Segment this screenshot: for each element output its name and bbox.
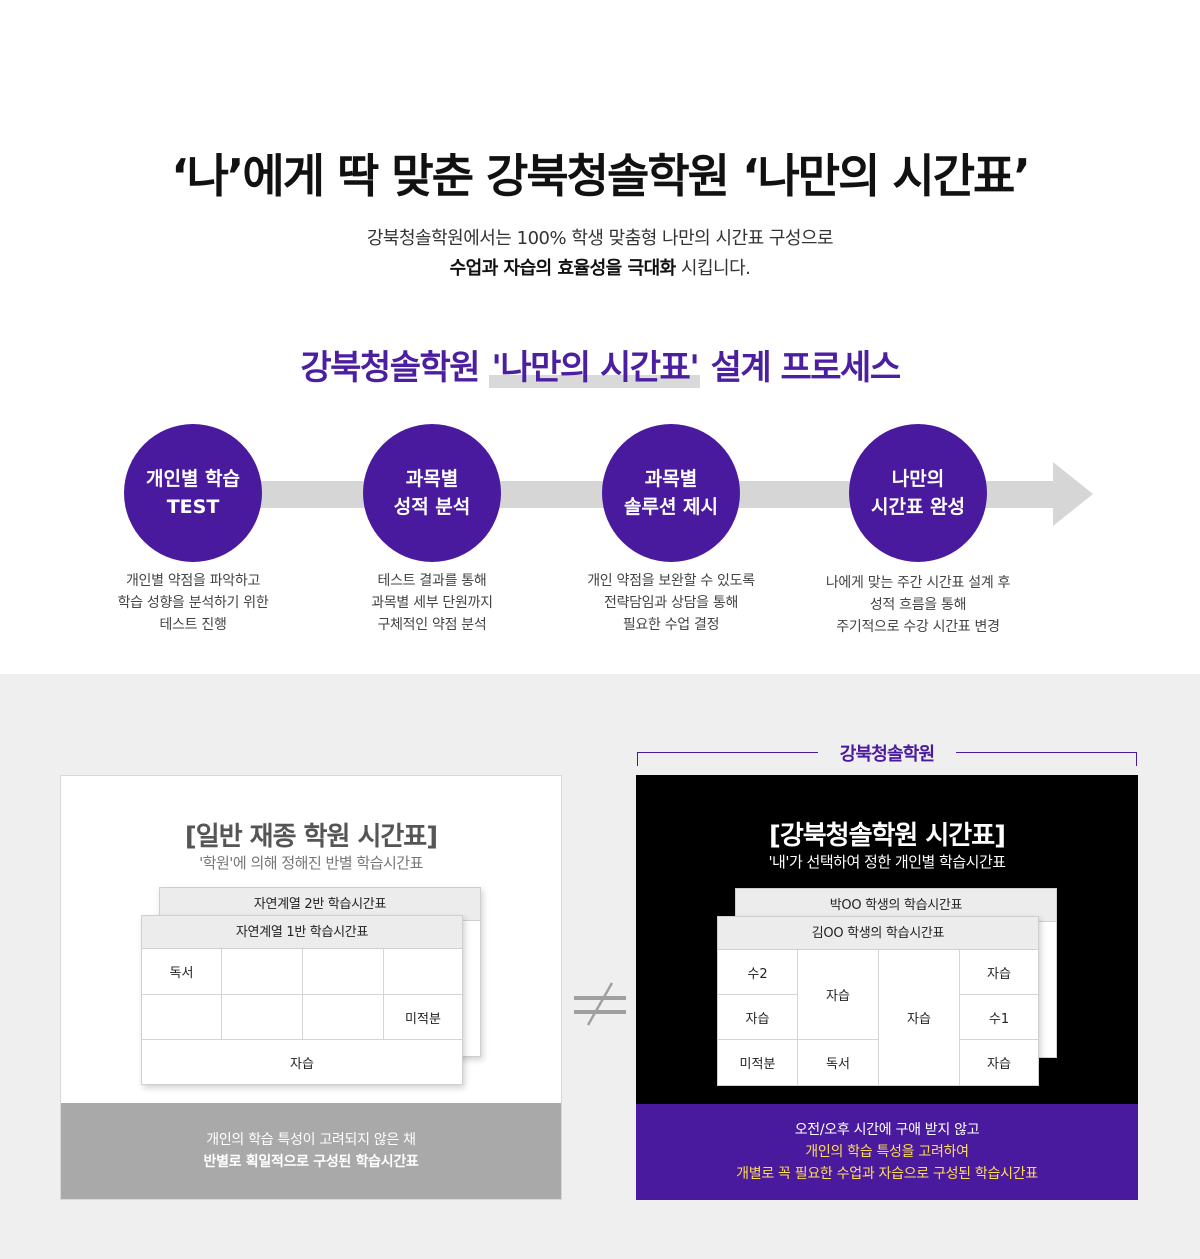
process-arrow-head-icon — [1053, 462, 1093, 526]
step-2-desc-line: 구체적인 약점 분석 — [377, 617, 487, 633]
general-footer-line: 반별로 획일적으로 구성된 학습시간표 — [203, 1154, 419, 1170]
comparison-section: [일반 재종 학원 시간표] '학원'에 의해 정해진 반별 학습시간표 자연계… — [0, 674, 1200, 1259]
process-title-post: 설계 프로세스 — [700, 348, 902, 388]
timetable-cell — [222, 995, 303, 1040]
general-academy-card: [일반 재종 학원 시간표] '학원'에 의해 정해진 반별 학습시간표 자연계… — [60, 775, 562, 1200]
process-step-4-desc: 나에게 맞는 주간 시간표 설계 후 성적 흐름을 통해 주기적으로 수강 시간… — [798, 572, 1038, 638]
step-3-line2: 솔루션 제시 — [623, 496, 718, 518]
step-1-line2: TEST — [166, 496, 220, 518]
process-title-highlight: '나만의 시간표' — [489, 348, 701, 388]
general-card-subtitle: '학원'에 의해 정해진 반별 학습시간표 — [199, 854, 423, 872]
timetable-cell: 자습 — [960, 1040, 1038, 1085]
hero-title: ‘나’에게 딱 맞춘 강북청솔학원 ‘나만의 시간표’ — [171, 149, 1031, 203]
brand-label: 강북청솔학원 — [818, 740, 956, 766]
step-4-desc-line: 나에게 맞는 주간 시간표 설계 후 — [825, 575, 1011, 591]
timetable-cell: 미적분 — [384, 995, 462, 1040]
step-4-line1: 나만의 — [891, 468, 945, 490]
timetable-cell: 미적분 — [718, 1040, 798, 1085]
not-equal-icon — [574, 982, 626, 1026]
timetable-cell: 자습 — [718, 995, 798, 1040]
process-step-2-circle: 과목별 성적 분석 — [363, 424, 501, 562]
process-step-2-desc: 테스트 결과를 통해 과목별 세부 단원까지 구체적인 약점 분석 — [312, 570, 552, 636]
hero-subtitle-line1: 강북청솔학원에서는 100% 학생 맞춤형 나만의 시간표 구성으로 — [366, 228, 834, 249]
cheongsol-academy-card: [강북청솔학원 시간표] '내'가 선택하여 정한 개인별 학습시간표 박OO … — [636, 775, 1138, 1200]
hero-subtitle-line2: 수업과 자습의 효율성을 극대화 시킵니다. — [0, 254, 1200, 284]
step-4-desc-line: 주기적으로 수강 시간표 변경 — [836, 619, 1000, 635]
hero-subtitle-emphasis: 수업과 자습의 효율성을 극대화 — [449, 258, 677, 279]
process-step-1-desc: 개인별 약점을 파악하고 학습 성향을 분석하기 위한 테스트 진행 — [73, 570, 313, 636]
step-1-line1: 개인별 학습 — [145, 468, 240, 490]
timetable-cell — [303, 949, 384, 995]
front-timetable-title: 김OO 학생의 학습시간표 — [718, 917, 1038, 950]
process-step-3-circle: 과목별 솔루션 제시 — [602, 424, 740, 562]
general-card-title: [일반 재종 학원 시간표] — [184, 822, 438, 852]
cheongsol-card-subtitle: '내'가 선택하여 정한 개인별 학습시간표 — [768, 853, 1006, 871]
process-step-4-circle: 나만의 시간표 완성 — [849, 424, 987, 562]
timetable-grid: 수2 자습 미적분 자습 독서 자습 자습 수1 자습 — [718, 950, 1038, 1085]
general-card-footer: 개인의 학습 특성이 고려되지 않은 채 반별로 획일적으로 구성된 학습시간표 — [61, 1103, 561, 1199]
step-4-line2: 시간표 완성 — [870, 496, 965, 518]
timetable-cell: 수2 — [718, 950, 798, 995]
step-1-desc-line: 테스트 진행 — [159, 617, 227, 633]
front-timetable: 김OO 학생의 학습시간표 수2 자습 미적분 자습 독서 자습 자습 수1 자… — [717, 916, 1039, 1086]
timetable-cell — [303, 995, 384, 1040]
timetable-cell: 자습 — [798, 950, 879, 1040]
process-step-3-desc: 개인 약점을 보완할 수 있도록 전략담임과 상담을 통해 필요한 수업 결정 — [551, 570, 791, 636]
timetable-cell: 자습 — [879, 950, 960, 1085]
step-3-desc-line: 전략담임과 상담을 통해 — [603, 595, 739, 611]
timetable-cell: 수1 — [960, 995, 1038, 1040]
timetable-cell — [384, 949, 462, 995]
intro-section: ‘나’에게 딱 맞춘 강북청솔학원 ‘나만의 시간표’ 강북청솔학원에서는 10… — [0, 149, 1200, 638]
cheongsol-footer-line: 개별로 꼭 필요한 수업과 자습으로 구성된 학습시간표 — [736, 1166, 1038, 1182]
front-timetable: 자연계열 1반 학습시간표 독서 미적분 자습 — [141, 915, 463, 1085]
step-2-desc-line: 과목별 세부 단원까지 — [371, 595, 493, 611]
cheongsol-card-title: [강북청솔학원 시간표] — [768, 821, 1006, 851]
step-1-desc-line: 학습 성향을 분석하기 위한 — [117, 595, 269, 611]
process-step-1-circle: 개인별 학습 TEST — [124, 424, 262, 562]
step-3-desc-line: 필요한 수업 결정 — [622, 617, 720, 633]
timetable-cell: 독서 — [798, 1040, 879, 1085]
timetable-cell: 자습 — [142, 1040, 462, 1084]
general-footer-line: 개인의 학습 특성이 고려되지 않은 채 — [206, 1132, 416, 1148]
cheongsol-card-footer: 오전/오후 시간에 구애 받지 않고 개인의 학습 특성을 고려하여 개별로 꼭… — [636, 1104, 1138, 1200]
timetable-cell: 독서 — [142, 949, 222, 995]
hero-subtitle-rest: 시킵니다. — [675, 258, 751, 279]
step-2-line1: 과목별 — [405, 468, 459, 490]
timetable-grid: 독서 미적분 자습 — [142, 949, 462, 1084]
cheongsol-footer-line: 오전/오후 시간에 구애 받지 않고 — [794, 1122, 980, 1138]
step-3-line1: 과목별 — [644, 468, 698, 490]
cheongsol-footer-line: 개인의 학습 특성을 고려하여 — [805, 1144, 969, 1160]
process-title: 강북청솔학원 '나만의 시간표' 설계 프로세스 — [0, 340, 1200, 389]
front-timetable-title: 자연계열 1반 학습시간표 — [142, 916, 462, 949]
timetable-cell — [222, 949, 303, 995]
step-3-desc-line: 개인 약점을 보완할 수 있도록 — [587, 573, 755, 589]
hero-subtitle: 강북청솔학원에서는 100% 학생 맞춤형 나만의 시간표 구성으로 수업과 자… — [0, 224, 1200, 284]
step-2-line2: 성적 분석 — [393, 496, 471, 518]
process-title-pre: 강북청솔학원 — [300, 348, 490, 388]
step-4-desc-line: 성적 흐름을 통해 — [869, 597, 967, 613]
step-2-desc-line: 테스트 결과를 통해 — [377, 573, 487, 589]
step-1-desc-line: 개인별 약점을 파악하고 — [125, 573, 261, 589]
timetable-cell — [142, 995, 222, 1040]
timetable-cell: 자습 — [960, 950, 1038, 995]
